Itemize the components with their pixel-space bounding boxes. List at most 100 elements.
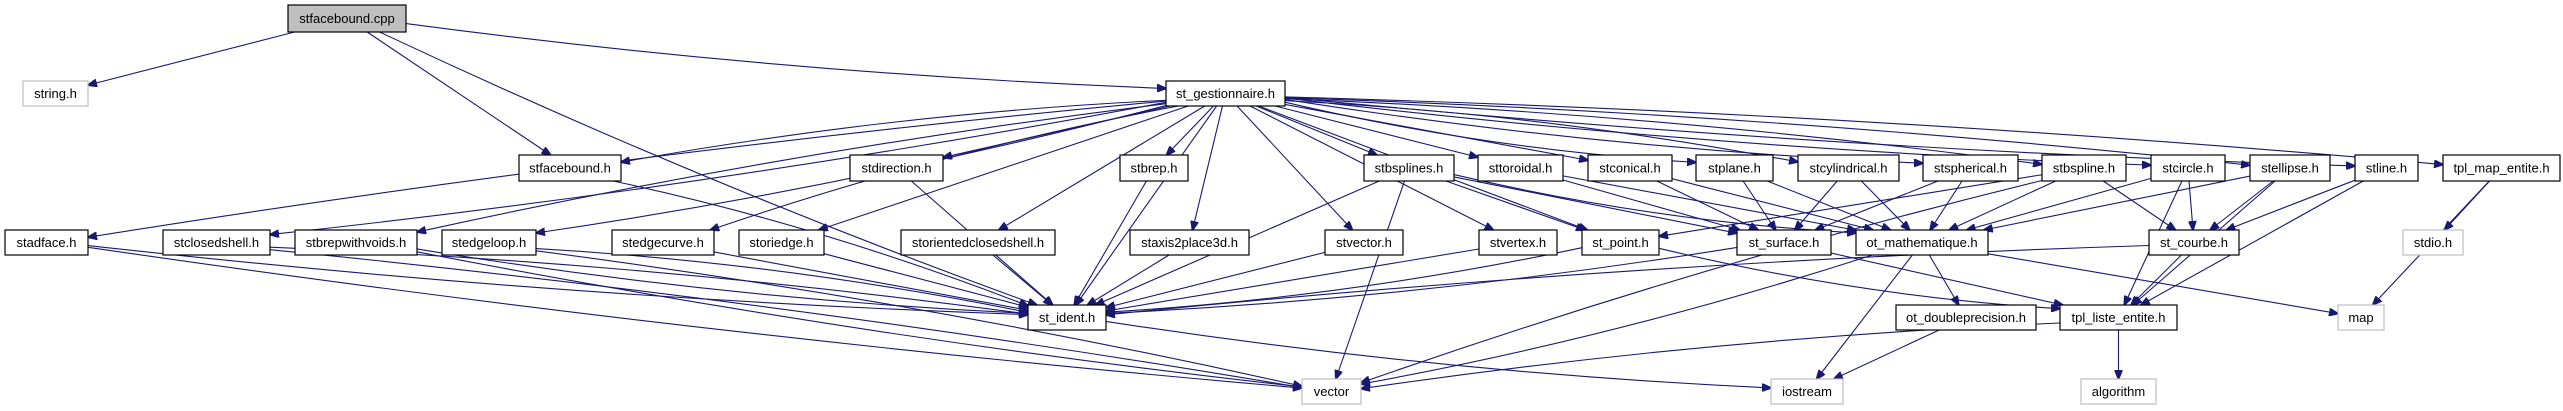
- node-label: stbspline.h: [2053, 161, 2115, 176]
- node-map: map: [2337, 304, 2385, 331]
- node-label: sttoroidal.h: [1489, 161, 1553, 176]
- node-stcircle-h[interactable]: stcircle.h: [2150, 154, 2226, 182]
- edge-stcylindrical-h-to-ot-mathematique-h: [1860, 180, 1909, 230]
- edge-stedgeloop-h-to-vector: [535, 250, 1302, 386]
- edge-stvertex-h-to-st-ident-h: [1106, 248, 1480, 311]
- node-label: tpl_map_entite.h: [2453, 161, 2549, 176]
- node-st-point-h[interactable]: st_point.h: [1581, 229, 1660, 256]
- edge-ot-mathematique-h-to-ot-doubleprecision-h: [1928, 254, 1958, 305]
- node-box: [1301, 378, 1362, 405]
- node-label: map: [2348, 310, 2373, 325]
- node-label: staxis2place3d.h: [1141, 235, 1238, 250]
- edge-stcircle-h-to-ot-mathematique-h: [1967, 177, 2152, 230]
- node-label: stadface.h: [17, 235, 77, 250]
- node-label: st_point.h: [1592, 235, 1648, 250]
- edge-sttoroidal-h-to-ot-mathematique-h: [1562, 175, 1856, 230]
- node-stbsplines-h[interactable]: stbsplines.h: [1363, 154, 1455, 182]
- node-box: [1581, 229, 1660, 256]
- node-staxis2place3d-h[interactable]: staxis2place3d.h: [1129, 229, 1250, 256]
- edge-st-gestionnaire-h-to-stbspline-h: [1284, 98, 2042, 165]
- node-stline-h[interactable]: stline.h: [2354, 154, 2419, 182]
- node-box: [1587, 154, 1673, 182]
- edge-st-gestionnaire-h-to-stcircle-h: [1284, 97, 2151, 165]
- edge-tpl-liste-entite-h-to-vector: [1361, 322, 2061, 389]
- node-ot-mathematique-h[interactable]: ot_mathematique.h: [1855, 229, 1989, 256]
- edge-st-gestionnaire-h-to-storientedclosedshell-h: [999, 105, 1206, 230]
- node-stcylindrical-h[interactable]: stcylindrical.h: [1797, 154, 1900, 182]
- edge-ot-doubleprecision-h-to-iostream: [1834, 329, 1940, 379]
- edge-st-gestionnaire-h-to-stplane-h: [1284, 101, 1696, 162]
- node-label: st_gestionnaire.h: [1176, 86, 1275, 101]
- node-label: st_courbe.h: [2160, 235, 2228, 250]
- edge-ot-mathematique-h-to-map: [1987, 253, 2338, 314]
- node-tpl-map-entite-h[interactable]: tpl_map_entite.h: [2442, 154, 2561, 182]
- node-st-surface-h[interactable]: st_surface.h: [1736, 229, 1832, 256]
- node-ot-doubleprecision-h[interactable]: ot_doubleprecision.h: [1895, 304, 2037, 331]
- node-box: [1736, 229, 1832, 256]
- node-stplane-h[interactable]: stplane.h: [1695, 154, 1774, 182]
- node-vector: vector: [1301, 378, 1362, 405]
- edge-ot-mathematique-h-to-vector: [1361, 254, 1873, 384]
- node-box: [2041, 154, 2127, 182]
- node-stedgecurve-h[interactable]: stedgecurve.h: [611, 229, 715, 256]
- node-stedgeloop-h[interactable]: stedgeloop.h: [441, 229, 537, 256]
- node-stadface-h[interactable]: stadface.h: [4, 229, 89, 256]
- node-label: st_surface.h: [1749, 235, 1820, 250]
- edge-st-gestionnaire-h-to-stclosedshell-h: [270, 101, 1167, 234]
- edge-stbsplines-h-to-st-surface-h: [1453, 176, 1737, 233]
- node-label: stbsplines.h: [1375, 161, 1444, 176]
- node-label: stclosedshell.h: [174, 235, 259, 250]
- edge-stbrep-h-to-st-ident-h: [1074, 180, 1147, 305]
- edge-stedgeloop-h-to-st-ident-h: [535, 248, 1028, 313]
- node-storiedge-h[interactable]: storiedge.h: [738, 229, 825, 256]
- edge-st-gestionnaire-h-to-stcylindrical-h: [1284, 100, 1798, 162]
- edge-st-gestionnaire-h-to-stfacebound-h: [621, 99, 1167, 162]
- node-stclosedshell-h[interactable]: stclosedshell.h: [162, 229, 271, 256]
- node-stvertex-h[interactable]: stvertex.h: [1478, 229, 1558, 256]
- edge-st-surface-h-to-tpl-liste-entite-h: [1830, 252, 2063, 305]
- node-stdio-h: stdio.h: [2402, 229, 2464, 256]
- edge-st-gestionnaire-h-to-stbrepwithvoids-h: [417, 103, 1167, 232]
- edge-stline-h-to-st-courbe-h: [2226, 179, 2356, 230]
- node-box: [2354, 154, 2419, 182]
- node-tpl-liste-entite-h[interactable]: tpl_liste_entite.h: [2059, 304, 2178, 331]
- node-box: [22, 80, 89, 107]
- edge-storiedge-h-to-st-ident-h: [823, 253, 1028, 308]
- edge-stfacebound-cpp-to-string-h: [88, 31, 295, 85]
- node-label: st_ident.h: [1039, 310, 1095, 325]
- node-stbrep-h[interactable]: stbrep.h: [1119, 154, 1189, 182]
- node-stdirection-h[interactable]: stdirection.h: [849, 154, 944, 182]
- node-label: stline.h: [2366, 161, 2407, 176]
- edge-st-gestionnaire-h-to-stellipse-h: [1284, 97, 2250, 166]
- node-box: [1922, 154, 2019, 182]
- node-box: [1363, 154, 1455, 182]
- edge-stplane-h-to-ot-mathematique-h: [1767, 180, 1890, 230]
- node-label: stdio.h: [2414, 235, 2452, 250]
- node-stfacebound-cpp[interactable]: stfacebound.cpp: [287, 4, 407, 33]
- node-st-courbe-h[interactable]: st_courbe.h: [2148, 229, 2240, 256]
- node-st-gestionnaire-h[interactable]: st_gestionnaire.h: [1165, 80, 1286, 107]
- node-st-ident-h[interactable]: st_ident.h: [1027, 304, 1107, 331]
- node-stellipse-h[interactable]: stellipse.h: [2249, 154, 2331, 182]
- node-box: [1770, 378, 1844, 405]
- node-box: [2059, 304, 2178, 331]
- edge-stbspline-h-to-st-point-h: [1659, 174, 2043, 237]
- edge-stfacebound-cpp-to-st-gestionnaire-h: [405, 22, 1166, 89]
- edge-stbspline-h-to-ot-mathematique-h: [1949, 180, 2056, 230]
- edge-stcylindrical-h-to-st-surface-h: [1795, 180, 1838, 230]
- node-label: stbrepwithvoids.h: [306, 235, 406, 250]
- node-stbrepwithvoids-h[interactable]: stbrepwithvoids.h: [294, 229, 418, 256]
- node-label: stellipse.h: [2261, 161, 2319, 176]
- node-stspherical-h[interactable]: stspherical.h: [1922, 154, 2019, 182]
- node-storientedclosedshell-h[interactable]: storientedclosedshell.h: [900, 229, 1056, 256]
- edge-st-gestionnaire-h-to-staxis2place3d-h: [1193, 105, 1224, 230]
- node-box: [1855, 229, 1989, 256]
- node-stconical-h[interactable]: stconical.h: [1587, 154, 1673, 182]
- node-box: [2442, 154, 2561, 182]
- node-label: stvertex.h: [1490, 235, 1546, 250]
- node-stbspline-h[interactable]: stbspline.h: [2041, 154, 2127, 182]
- node-stfacebound-h[interactable]: stfacebound.h: [518, 154, 622, 182]
- node-stvector-h[interactable]: stvector.h: [1324, 229, 1404, 256]
- edge-stfacebound-cpp-to-stfacebound-h: [366, 31, 550, 155]
- node-sttoroidal-h[interactable]: sttoroidal.h: [1477, 154, 1564, 182]
